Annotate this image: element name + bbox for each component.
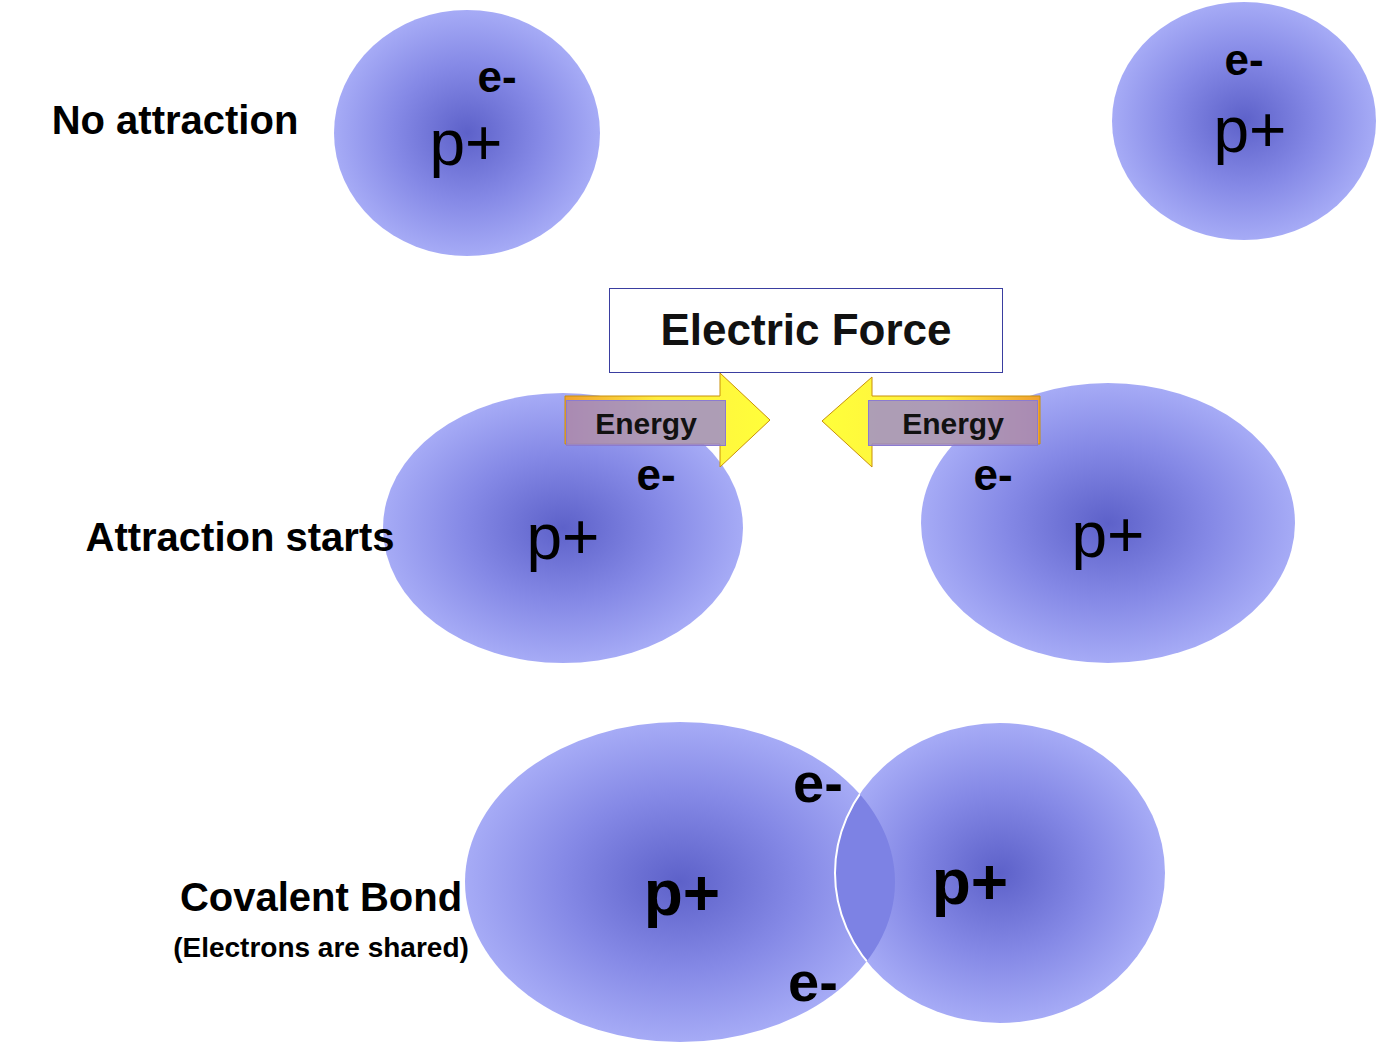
- state-label: Covalent Bond: [180, 875, 462, 919]
- electron-label: e-: [477, 55, 516, 99]
- atom-ellipse: [334, 10, 600, 256]
- proton-label: p+: [644, 861, 720, 925]
- force-box-text: Electric Force: [660, 306, 951, 354]
- electron-label: e-: [793, 752, 843, 814]
- energy-box: Energy: [868, 400, 1038, 446]
- proton-label: p+: [527, 505, 600, 569]
- energy-box-text: Energy: [595, 407, 697, 440]
- proton-label: p+: [932, 850, 1008, 914]
- proton-label: p+: [1072, 503, 1145, 567]
- atom-node: p+: [835, 723, 1165, 1023]
- atom-ellipse: [1112, 2, 1376, 240]
- proton-label: p+: [430, 111, 503, 175]
- state-label: No attraction: [52, 98, 299, 142]
- energy-box-text: Energy: [902, 407, 1004, 440]
- atom-node: e-p+: [334, 10, 600, 256]
- shared-overlap: [835, 723, 1165, 1023]
- electron-label: e-: [788, 951, 838, 1013]
- state-label: Attraction starts: [86, 515, 395, 559]
- atom-ellipse: [465, 722, 895, 1042]
- electron-label: e-: [1224, 38, 1263, 82]
- atom-ellipse: [921, 383, 1295, 663]
- energy-box: Energy: [566, 400, 726, 446]
- atom-ellipse: [835, 723, 1165, 1023]
- note-label: (Electrons are shared): [173, 933, 469, 964]
- force-box: Electric Force: [609, 288, 1003, 373]
- electron-label: e-: [636, 453, 675, 497]
- atom-ellipse: [383, 393, 743, 663]
- atom-node: e-p+: [1112, 2, 1376, 240]
- proton-label: p+: [1214, 98, 1287, 162]
- electron-label: e-: [973, 453, 1012, 497]
